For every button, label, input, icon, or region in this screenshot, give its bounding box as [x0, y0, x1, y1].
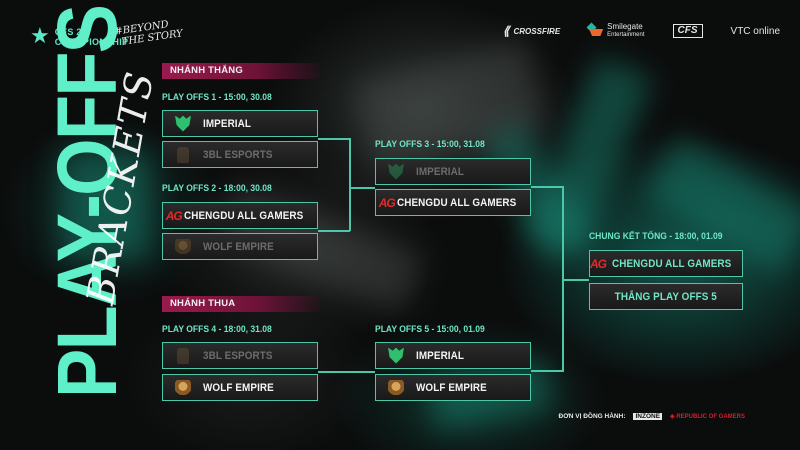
imperial-logo-icon — [388, 163, 404, 180]
team-slot-po1-1[interactable]: IMPERIAL — [162, 110, 318, 137]
connector-line — [531, 186, 563, 188]
wolf-logo-icon — [388, 379, 404, 396]
team-slot-po3-2[interactable]: AG CHENGDU ALL GAMERS — [375, 189, 531, 216]
team-slot-po2-2[interactable]: WOLF EMPIRE — [162, 233, 318, 260]
match-title-po4: PLAY OFFS 4 - 18:00, 31.08 — [162, 324, 272, 335]
match-title-po1: PLAY OFFS 1 - 15:00, 30.08 — [162, 92, 272, 103]
ag-logo-icon: AG — [378, 195, 396, 210]
match-title-po3: PLAY OFFS 3 - 15:00, 31.08 — [375, 139, 485, 150]
team-slot-po4-1[interactable]: 3BL ESPORTS — [162, 342, 318, 369]
team-name: IMPERIAL — [416, 165, 465, 178]
connector-line — [318, 230, 350, 232]
partners-bar: ĐƠN VỊ ĐỒNG HÀNH: INZONE ◈ REPUBLIC OF G… — [559, 413, 745, 420]
connector-line — [349, 187, 375, 189]
team-slot-po4-2[interactable]: WOLF EMPIRE — [162, 374, 318, 401]
imperial-logo-icon — [175, 115, 191, 132]
connector-line — [562, 279, 589, 281]
inzone-logo: INZONE — [633, 413, 663, 420]
team-name: CHENGDU ALL GAMERS — [184, 209, 304, 222]
3bl-logo-icon — [177, 347, 189, 364]
team-name: WOLF EMPIRE — [416, 381, 487, 394]
upper-bracket-label: NHÁNH THẮNG — [162, 63, 320, 79]
smilegate-crown-icon — [589, 29, 604, 36]
smilegate-logo: Smilegate Entertainment — [586, 22, 645, 40]
event-logo-line2: CHAMPIONSHIP — [54, 37, 129, 47]
team-name: WOLF EMPIRE — [203, 381, 274, 394]
team-name: 3BL ESPORTS — [203, 148, 273, 161]
crossfire-logo: ⟪CROSSFIRE — [502, 24, 561, 38]
partners-label: ĐƠN VỊ ĐỒNG HÀNH: — [558, 413, 626, 420]
ag-logo-icon: AG — [590, 256, 607, 271]
team-name: CHENGDU ALL GAMERS — [397, 196, 517, 209]
team-slot-po2-1[interactable]: AG CHENGDU ALL GAMERS — [162, 202, 318, 229]
vtc-online-logo: VTC online — [730, 25, 780, 37]
team-name: IMPERIAL — [203, 117, 252, 130]
sponsor-bar: ⟪CROSSFIRE Smilegate Entertainment CFS V… — [503, 22, 780, 40]
team-slot-final-2[interactable]: THẮNG PLAY OFFS 5 — [589, 283, 743, 310]
team-slot-final-1[interactable]: AG CHENGDU ALL GAMERS — [589, 250, 743, 277]
team-name: CHENGDU ALL GAMERS — [612, 257, 732, 270]
ag-logo-icon: AG — [165, 208, 183, 223]
match-title-po2: PLAY OFFS 2 - 18:00, 30.08 — [162, 183, 272, 194]
3bl-logo-icon — [177, 146, 189, 163]
connector-line — [318, 371, 375, 373]
team-slot-po5-1[interactable]: IMPERIAL — [375, 342, 531, 369]
wolf-logo-icon — [175, 238, 191, 255]
team-name: WOLF EMPIRE — [203, 240, 274, 253]
lower-bracket-label: NHÁNH THUA — [162, 296, 320, 312]
match-title-po5: PLAY OFFS 5 - 15:00, 01.09 — [375, 324, 485, 335]
rog-logo: ◈ REPUBLIC OF GAMERS — [670, 414, 745, 420]
connector-line — [349, 138, 351, 231]
team-slot-po3-1[interactable]: IMPERIAL — [375, 158, 531, 185]
imperial-logo-icon — [388, 347, 404, 364]
match-title-final: CHUNG KẾT TỔNG - 18:00, 01.09 — [589, 231, 723, 242]
team-name: 3BL ESPORTS — [203, 349, 273, 362]
connector-line — [318, 138, 350, 140]
wolf-logo-icon — [175, 379, 191, 396]
event-logo-line1: CFS 24 — [54, 27, 88, 37]
team-name: IMPERIAL — [416, 349, 465, 362]
team-name: THẮNG PLAY OFFS 5 — [614, 290, 718, 303]
event-logo: ★ CFS 24 CHAMPIONSHIP — [30, 26, 128, 48]
bg-shard — [60, 150, 150, 260]
team-slot-po5-2[interactable]: WOLF EMPIRE — [375, 374, 531, 401]
star-icon: ★ — [30, 24, 50, 49]
connector-line — [531, 370, 563, 372]
cfs-logo: CFS — [672, 24, 703, 38]
team-slot-po1-2[interactable]: 3BL ESPORTS — [162, 141, 318, 168]
